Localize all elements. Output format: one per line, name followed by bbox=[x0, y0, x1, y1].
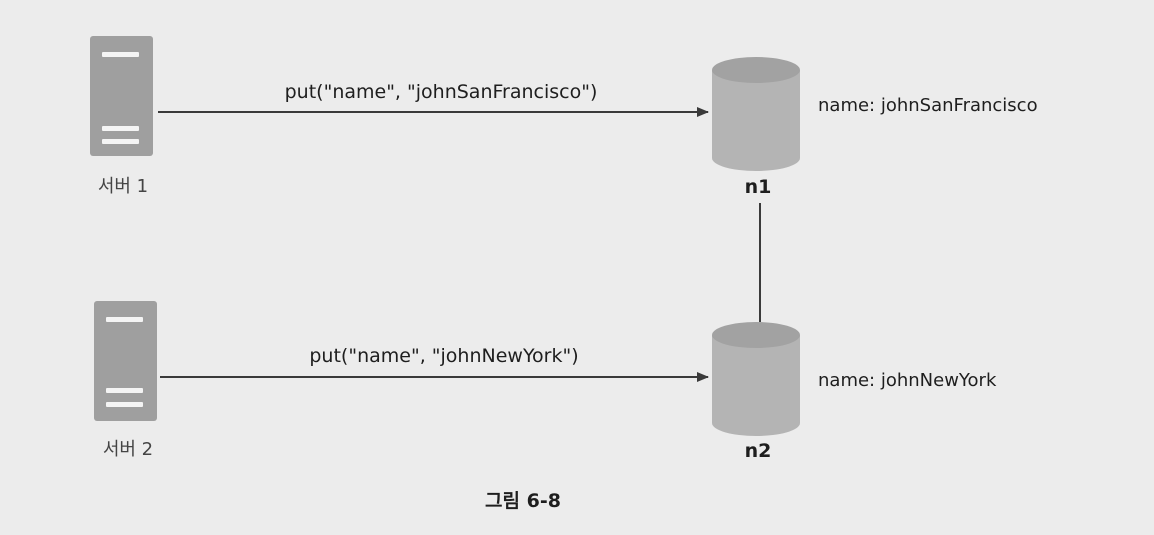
request-arrow-2: put("name", "johnNewYork") bbox=[160, 345, 709, 382]
server-1-label: 서버 1 bbox=[98, 176, 148, 197]
node-n2: n2 name: johnNewYork bbox=[712, 322, 997, 462]
request-arrow-1: put("name", "johnSanFrancisco") bbox=[158, 81, 709, 117]
request-2-label: put("name", "johnNewYork") bbox=[309, 345, 578, 367]
server-2-label: 서버 2 bbox=[103, 439, 153, 460]
node-n1: n1 name: johnSanFrancisco bbox=[712, 57, 1038, 198]
server-1: 서버 1 bbox=[90, 36, 153, 197]
request-1-label: put("name", "johnSanFrancisco") bbox=[285, 81, 598, 103]
database-icon bbox=[712, 322, 800, 436]
node-n1-value: name: johnSanFrancisco bbox=[818, 95, 1038, 116]
figure-caption: 그림 6-8 bbox=[485, 490, 561, 512]
server-icon bbox=[94, 301, 157, 421]
node-n2-label: n2 bbox=[745, 440, 772, 462]
node-n1-label: n1 bbox=[745, 176, 772, 198]
server-2: 서버 2 bbox=[94, 301, 157, 460]
node-n2-value: name: johnNewYork bbox=[818, 370, 997, 391]
server-icon bbox=[90, 36, 153, 156]
database-icon bbox=[712, 57, 800, 171]
